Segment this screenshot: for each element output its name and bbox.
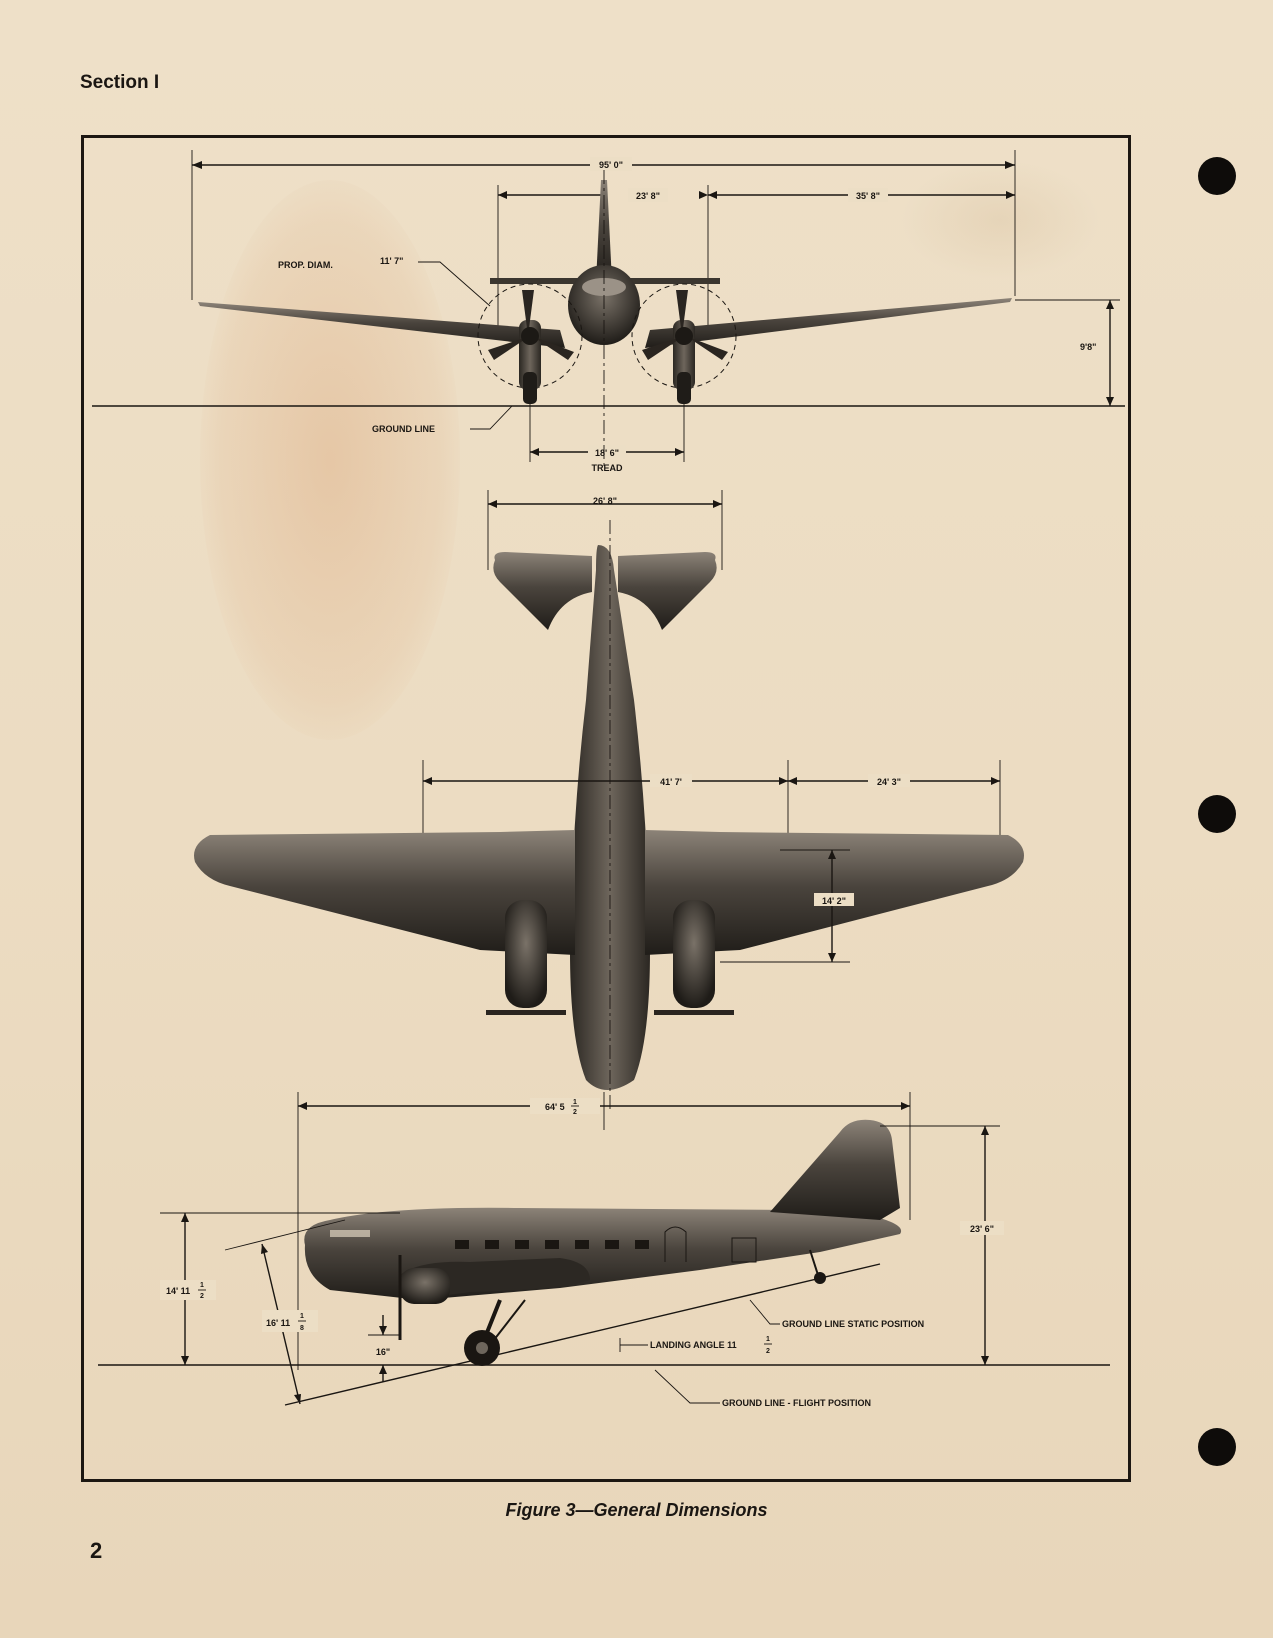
flight-height-dimension: 16' 11 [266, 1318, 290, 1328]
tread-label: TREAD [592, 463, 623, 473]
binder-hole [1198, 157, 1236, 195]
flight-height-fraction-denominator: 8 [300, 1325, 304, 1332]
prop-clearance-dimension: 16" [376, 1347, 390, 1357]
figure-caption: Figure 3—General Dimensions [505, 1500, 768, 1520]
length-dimension: 64' 5 [545, 1102, 565, 1112]
outer-panel-dimension: 24' 3" [877, 777, 901, 787]
front-view: 95' 0" 23' 8" 35' 8" [92, 150, 1125, 473]
landing-angle-fraction-numerator: 1 [766, 1336, 770, 1343]
wing-height-dimension: 9'8" [1080, 342, 1096, 352]
length-fraction-denominator: 2 [573, 1109, 577, 1116]
length-fraction-numerator: 1 [573, 1099, 577, 1106]
top-view: 26' 8" 41' 7' 24' 3" 14' 2 [194, 490, 1024, 1110]
binder-hole [1198, 1428, 1236, 1466]
ground-line-flight-label: GROUND LINE - FLIGHT POSITION [722, 1398, 871, 1408]
ground-height-fraction-denominator: 2 [200, 1293, 204, 1300]
root-chord-dimension: 14' 2" [822, 896, 846, 906]
right-engine [631, 283, 737, 404]
tread-dimension: 18' 6" [595, 448, 619, 458]
section-header: Section I [80, 72, 160, 93]
ground-height-fraction-numerator: 1 [200, 1282, 204, 1289]
prop-diam-value: 11' 7" [380, 256, 403, 266]
span-dimension: 95' 0" [599, 160, 623, 170]
flight-height-fraction-numerator: 1 [300, 1313, 304, 1320]
side-view: 64' 5 1 2 [98, 1092, 1110, 1408]
ground-line-label: GROUND LINE [372, 424, 435, 434]
left-engine [477, 283, 583, 404]
center-to-nacelle-dimension: 23' 8" [636, 191, 660, 201]
tail-height-dimension: 23' 6" [970, 1224, 994, 1234]
stab-span-dimension: 26' 8" [593, 496, 617, 506]
binder-hole [1198, 795, 1236, 833]
ground-height-dimension: 14' 11 [166, 1286, 190, 1296]
landing-angle-fraction-denominator: 2 [766, 1348, 770, 1355]
figure-frame [81, 135, 1131, 1482]
prop-diam-label: PROP. DIAM. [278, 260, 333, 270]
landing-angle-label: LANDING ANGLE 11 [650, 1340, 737, 1350]
nacelle-to-tip-dimension: 35' 8" [856, 191, 880, 201]
page-number: 2 [90, 1538, 103, 1563]
center-section-dimension: 41' 7' [660, 777, 682, 787]
ground-line-static-label: GROUND LINE STATIC POSITION [782, 1319, 924, 1329]
